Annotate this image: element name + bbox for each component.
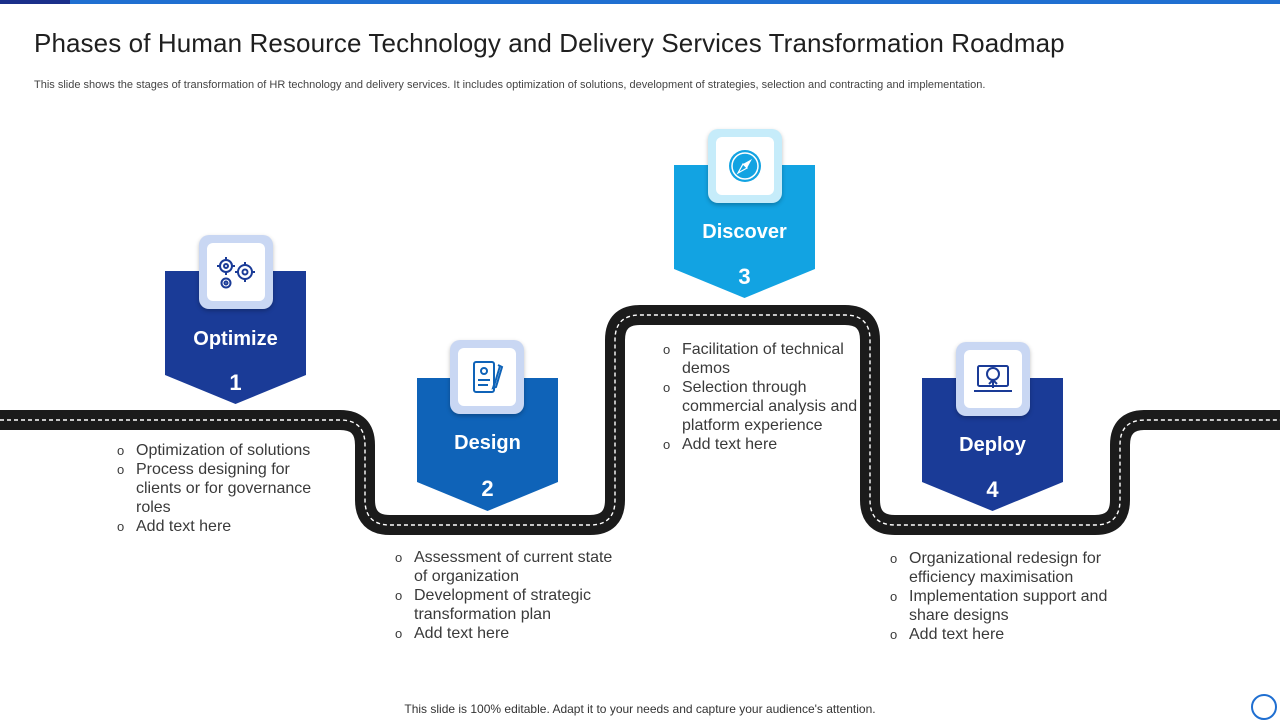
list-item: Organizational redesign for efficiency m… bbox=[890, 549, 1120, 587]
phase-label: Discover bbox=[702, 221, 787, 243]
compass-icon bbox=[729, 150, 761, 182]
footer-note: This slide is 100% editable. Adapt it to… bbox=[404, 702, 876, 716]
phase-bullets-deploy: Organizational redesign for efficiency m… bbox=[890, 549, 1120, 644]
gears-icon bbox=[217, 257, 255, 289]
design-tools-icon bbox=[473, 361, 504, 393]
phase-label: Optimize bbox=[193, 328, 278, 350]
phase-number: 4 bbox=[986, 477, 999, 502]
phase-icon-box-design bbox=[450, 340, 524, 414]
phase-label: Deploy bbox=[959, 434, 1026, 456]
list-item: Selection through commercial analysis an… bbox=[663, 378, 863, 435]
phase-label: Design bbox=[454, 432, 521, 454]
list-item: Implementation support and share designs bbox=[890, 587, 1120, 625]
corner-logo bbox=[1251, 694, 1277, 720]
phase-bullets-optimize: Optimization of solutions Process design… bbox=[117, 441, 327, 536]
list-item: Add text here bbox=[117, 517, 327, 536]
phase-bullets-discover: Facilitation of technical demos Selectio… bbox=[663, 340, 863, 454]
phase-bullets-design: Assessment of current state of organizat… bbox=[395, 548, 615, 643]
top-accent-bar-dark bbox=[0, 0, 70, 4]
list-item: Assessment of current state of organizat… bbox=[395, 548, 615, 586]
laptop-upload-icon bbox=[974, 365, 1012, 392]
list-item: Facilitation of technical demos bbox=[663, 340, 863, 378]
phase-number: 1 bbox=[229, 370, 242, 395]
phase-icon-box-discover bbox=[708, 129, 782, 203]
list-item: Add text here bbox=[395, 624, 615, 643]
list-item: Optimization of solutions bbox=[117, 441, 327, 460]
phase-icon-box-optimize bbox=[199, 235, 273, 309]
list-item: Add text here bbox=[663, 435, 863, 454]
phase-icon-box-deploy bbox=[956, 342, 1030, 416]
list-item: Process designing for clients or for gov… bbox=[117, 460, 327, 517]
phase-number: 3 bbox=[738, 264, 751, 289]
list-item: Add text here bbox=[890, 625, 1120, 644]
page-subtitle: This slide shows the stages of transform… bbox=[34, 79, 986, 91]
top-accent-bar bbox=[0, 0, 1280, 4]
list-item: Development of strategic transformation … bbox=[395, 586, 615, 624]
page-title: Phases of Human Resource Technology and … bbox=[34, 28, 1065, 58]
phase-number: 2 bbox=[481, 476, 494, 501]
